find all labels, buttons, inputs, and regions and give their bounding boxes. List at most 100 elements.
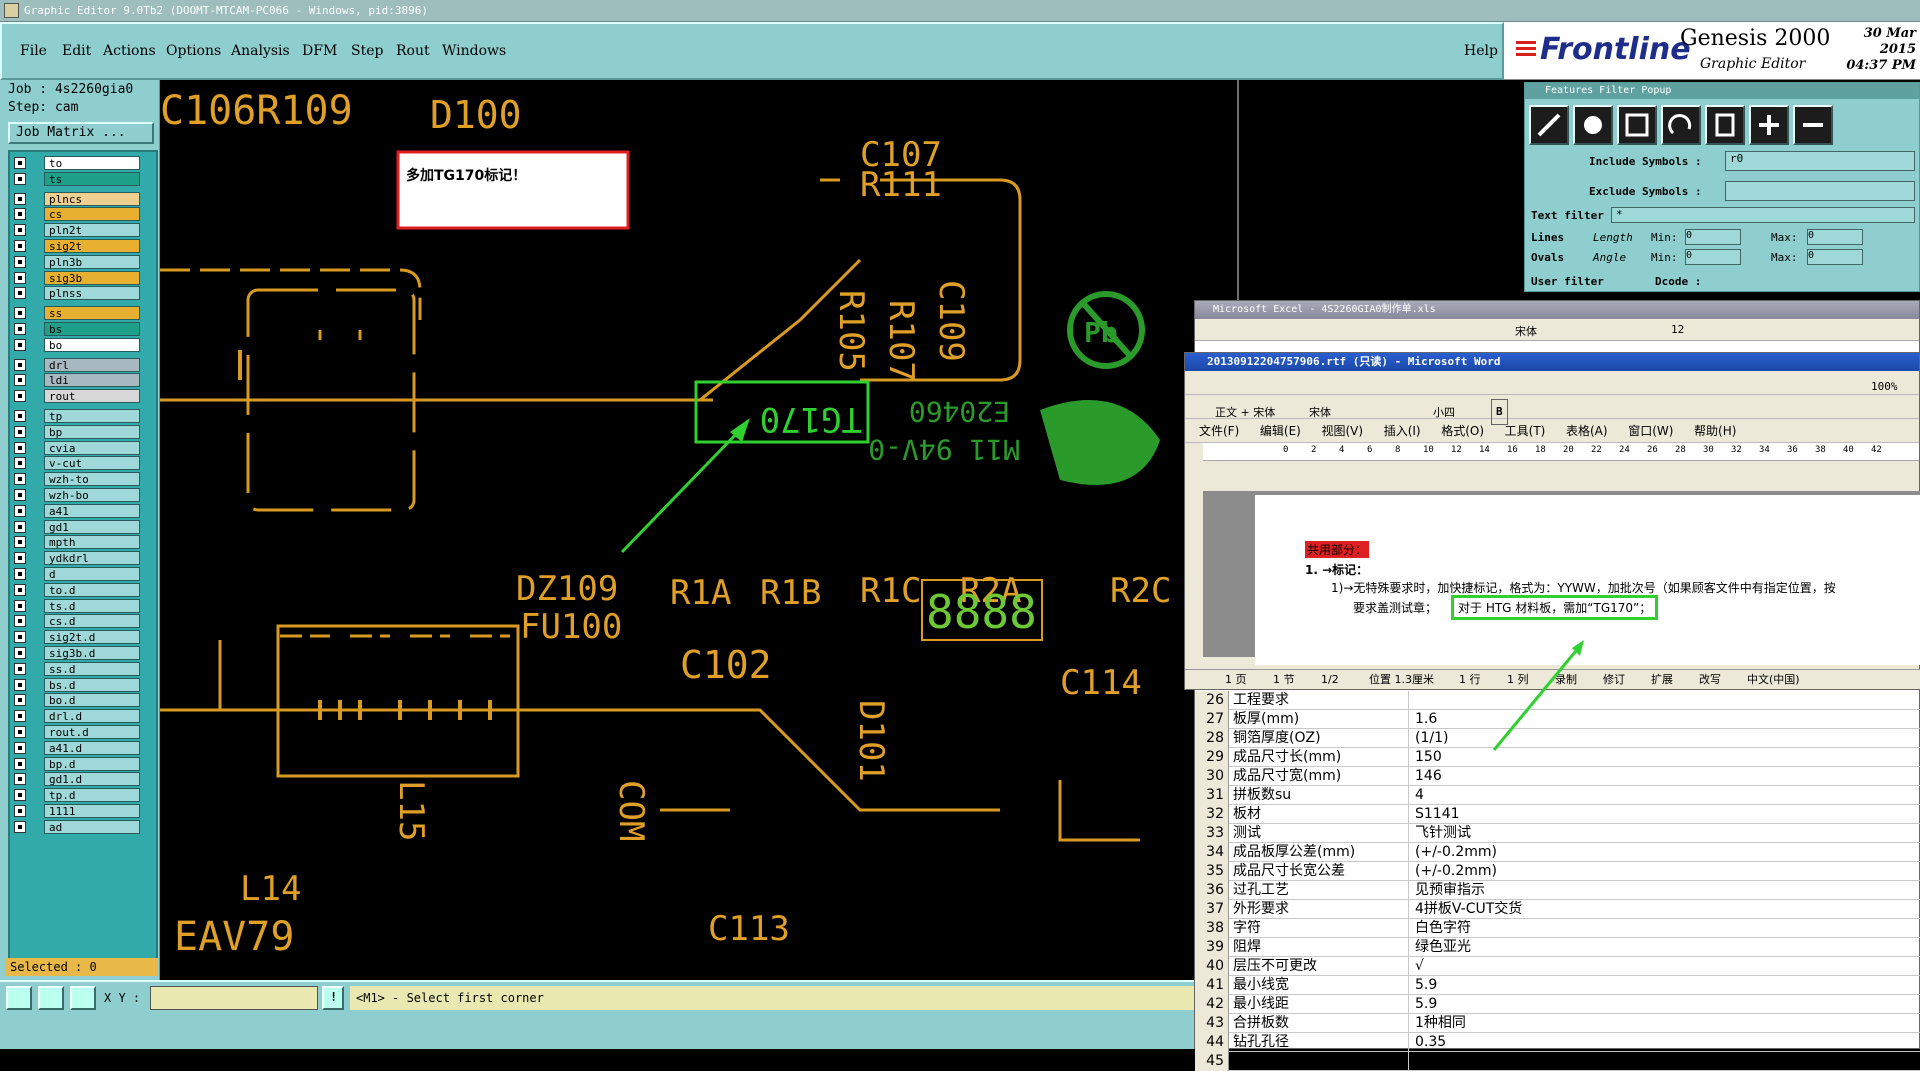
layer-row[interactable]: mpth [14, 535, 140, 550]
layer-name[interactable]: to [44, 156, 140, 170]
document-area[interactable]: 共用部分： 1. →标记： 1)→无特殊要求时，加快捷标记，格式为：YYWW，加… [1203, 491, 1920, 665]
cell-b[interactable]: (+/-0.2mm) [1415, 844, 1497, 860]
layer-checkbox[interactable] [14, 647, 26, 659]
layer-name[interactable]: sig3b [44, 270, 140, 285]
layer-name[interactable]: drl.d [44, 709, 140, 724]
layer-name[interactable]: sig2t [44, 239, 140, 253]
cell-a[interactable]: 成品尺寸长(mm) [1233, 748, 1409, 767]
layer-name[interactable]: ss.d [44, 661, 140, 676]
layer-name[interactable]: tp.d [44, 788, 140, 803]
layer-row[interactable]: bs.d [14, 677, 140, 692]
layer-checkbox[interactable] [14, 358, 26, 371]
layer-name[interactable]: sig3b.d [44, 646, 140, 660]
layer-checkbox[interactable] [14, 192, 26, 205]
layer-checkbox[interactable] [14, 662, 26, 675]
layer-name[interactable]: plnss [44, 286, 140, 301]
cell-b[interactable]: 5.9 [1415, 996, 1438, 1012]
layer-row[interactable]: sig3b [14, 270, 140, 285]
menu-actions[interactable]: Actions [103, 43, 156, 59]
pad-filter-icon[interactable] [1573, 105, 1613, 145]
layer-checkbox[interactable] [14, 726, 26, 738]
cell-a[interactable]: 阻焊 [1233, 938, 1409, 957]
cell-b[interactable]: 150 [1415, 749, 1442, 765]
menu-step[interactable]: Step [351, 43, 384, 59]
row-number[interactable]: 43 [1195, 1014, 1229, 1033]
row-number[interactable]: 45 [1195, 1052, 1229, 1071]
layer-row[interactable]: bp [14, 424, 140, 439]
menu-file[interactable]: File [20, 43, 47, 59]
layer-name[interactable]: ts.d [44, 598, 140, 613]
layer-name[interactable]: cs [44, 207, 140, 222]
pcb-drawing[interactable]: D100 C106R109 C102 FU100 DZ109 R1A R1B R… [160, 80, 1504, 980]
cell-a[interactable]: 测试 [1233, 824, 1409, 843]
row-number[interactable]: 27 [1195, 710, 1229, 729]
layer-checkbox[interactable] [14, 287, 26, 300]
row-number[interactable]: 35 [1195, 862, 1229, 881]
layer-checkbox[interactable] [14, 157, 26, 169]
text-filter-icon[interactable] [1705, 105, 1745, 145]
cell-b[interactable]: 146 [1415, 768, 1442, 784]
style-select[interactable]: 正文 + 宋体 [1215, 406, 1276, 419]
layer-name[interactable]: sig2t.d [44, 630, 140, 645]
cell-a[interactable]: 层压不可更改 [1233, 957, 1409, 976]
layer-row[interactable]: ts [14, 171, 140, 186]
layer-checkbox[interactable] [14, 172, 26, 185]
cell-a[interactable]: 拼板数su [1233, 786, 1409, 805]
line-filter-icon[interactable] [1529, 105, 1569, 145]
row-number[interactable]: 44 [1195, 1033, 1229, 1052]
layer-row[interactable]: gd1.d [14, 772, 140, 787]
row-number[interactable]: 41 [1195, 976, 1229, 995]
layer-row[interactable]: pln2t [14, 223, 140, 238]
menu-dfm[interactable]: DFM [302, 43, 338, 59]
cell-b[interactable]: 见预审指示 [1415, 882, 1485, 898]
layer-name[interactable]: gd1 [44, 519, 140, 534]
layer-checkbox[interactable] [14, 504, 26, 517]
layer-checkbox[interactable] [14, 599, 26, 612]
row-number[interactable]: 29 [1195, 748, 1229, 767]
layer-row[interactable]: sig2t.d [14, 630, 140, 645]
layer-checkbox[interactable] [14, 457, 26, 470]
layer-name[interactable]: ldi [44, 373, 140, 388]
layer-name[interactable]: bp.d [44, 756, 140, 771]
layer-name[interactable]: gd1.d [44, 772, 140, 787]
cell-b[interactable]: √ [1415, 958, 1424, 974]
layer-checkbox[interactable] [14, 473, 26, 486]
cell-a[interactable]: 成品尺寸长宽公差 [1233, 862, 1409, 881]
add-icon[interactable] [1749, 105, 1789, 145]
layer-checkbox[interactable] [14, 773, 26, 786]
row-number[interactable]: 30 [1195, 767, 1229, 786]
layer-name[interactable]: rout.d [44, 725, 140, 739]
text-filter-input[interactable]: * [1611, 207, 1915, 223]
layer-checkbox[interactable] [14, 255, 26, 268]
cell-b[interactable]: 4拼板V-CUT交货 [1415, 901, 1523, 917]
cell-a[interactable]: 孔到线间距 [1233, 1052, 1409, 1071]
row-number[interactable]: 26 [1195, 691, 1229, 710]
cell-a[interactable]: 成品板厚公差(mm) [1233, 843, 1409, 862]
cell-a[interactable]: 最小线距 [1233, 995, 1409, 1014]
menu-windows[interactable]: Windows [442, 43, 507, 59]
layer-row[interactable]: gd1 [14, 519, 140, 534]
layer-name[interactable]: bs [44, 322, 140, 336]
line-tool-button[interactable] [38, 986, 64, 1010]
layer-row[interactable]: bp.d [14, 756, 140, 771]
layer-row[interactable]: ad [14, 819, 140, 834]
menu-help[interactable]: Help [1464, 43, 1498, 59]
bold-button[interactable]: B [1491, 399, 1508, 425]
layer-row[interactable]: plncs [14, 191, 140, 206]
layer-checkbox[interactable] [14, 741, 26, 754]
cell-b[interactable]: 绿色亚光 [1415, 939, 1471, 955]
layer-name[interactable]: bo.d [44, 693, 140, 708]
layer-row[interactable]: v-cut [14, 456, 140, 471]
layer-checkbox[interactable] [14, 425, 26, 438]
layer-row[interactable]: ydkdrl [14, 551, 140, 566]
cell-b[interactable]: 飞针测试 [1415, 825, 1471, 841]
